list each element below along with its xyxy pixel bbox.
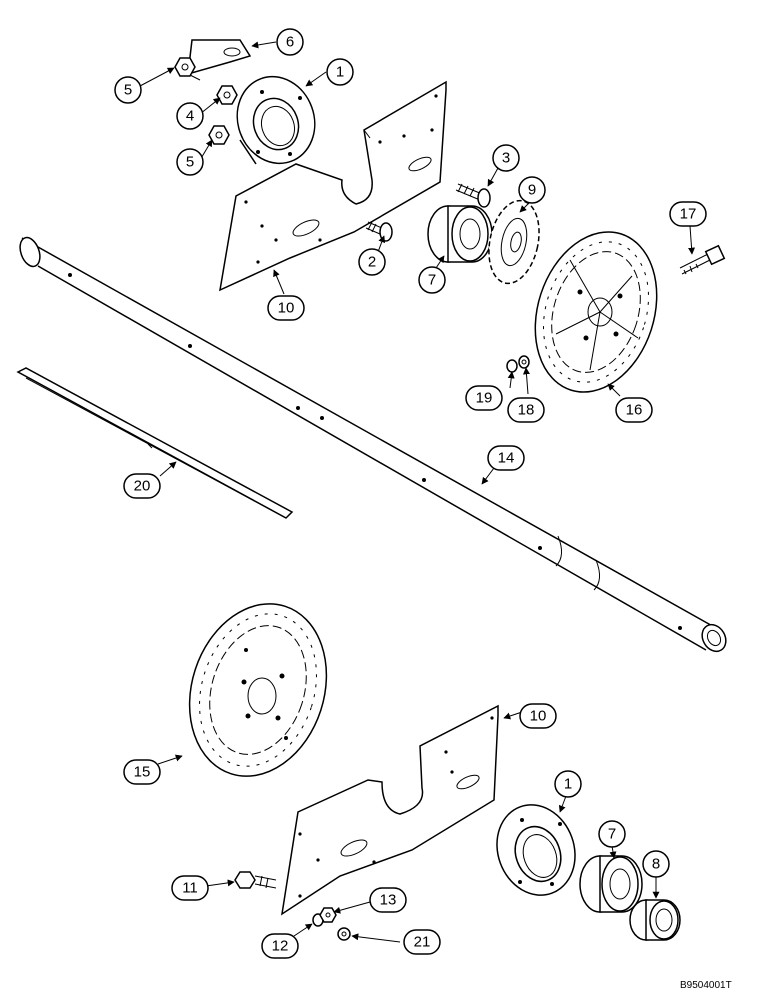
- lock-bracket: [187, 39, 252, 81]
- callout-label: 19: [476, 390, 493, 407]
- callout-label: 7: [608, 826, 616, 843]
- callout-label: 14: [498, 450, 515, 467]
- callout-label: 10: [530, 708, 547, 725]
- callout-label: 16: [626, 402, 643, 419]
- callout-label: 13: [380, 892, 397, 909]
- callout-label: 20: [134, 478, 151, 495]
- callout-15: 15: [123, 759, 161, 785]
- callout-14: 14: [487, 445, 525, 471]
- lock-collar: [629, 899, 681, 941]
- callout-2: 2: [358, 248, 386, 276]
- scraper-strip: [16, 367, 294, 519]
- callout-label: 8: [652, 856, 660, 873]
- callout-12: 12: [261, 933, 299, 959]
- figure-code: B9504001T: [680, 980, 732, 991]
- callout-18: 18: [507, 397, 545, 423]
- upper-bearing-plate: [219, 80, 447, 292]
- callout-label: 18: [518, 402, 535, 419]
- nuts-upper: [174, 57, 238, 145]
- upper-bearing-flange: [236, 75, 316, 165]
- callout-label: 4: [186, 108, 194, 125]
- hardware-lower: [234, 871, 351, 941]
- callout-label: 5: [124, 82, 132, 99]
- callout-11: 11: [171, 875, 209, 901]
- callout-5-mid: 5: [176, 148, 204, 176]
- shaft: [19, 236, 727, 653]
- callout-label: 2: [368, 254, 376, 271]
- callout-label: 15: [134, 764, 151, 781]
- callout-label: 11: [182, 880, 198, 897]
- callout-3: 3: [492, 144, 520, 172]
- lower-bearing: [579, 855, 643, 913]
- callout-7-lower: 7: [598, 820, 626, 848]
- callout-label: 17: [680, 206, 697, 223]
- bolts-upper: [365, 183, 491, 242]
- callout-label: 1: [564, 776, 572, 793]
- callout-label: 5: [186, 154, 194, 171]
- callout-label: 12: [272, 938, 289, 955]
- callout-4: 4: [176, 102, 204, 130]
- callout-13: 13: [369, 887, 407, 913]
- hardware-upper-disc: [506, 244, 726, 373]
- callout-16: 16: [615, 397, 653, 423]
- callout-17: 17: [669, 201, 707, 227]
- callout-9: 9: [518, 176, 546, 204]
- callout-label: 7: [428, 272, 436, 289]
- callout-1-upper: 1: [326, 58, 354, 86]
- callout-label: 3: [502, 150, 510, 167]
- callout-19: 19: [465, 385, 503, 411]
- upper-disc: [534, 231, 658, 393]
- callout-10-lower: 10: [519, 703, 557, 729]
- callout-label: 1: [336, 64, 344, 81]
- callout-10-upper: 10: [267, 295, 305, 321]
- sprocket: [488, 199, 540, 285]
- callout-label: 10: [278, 300, 295, 317]
- callout-label: 9: [528, 182, 536, 199]
- lower-bearing-flange: [496, 804, 576, 896]
- callout-label: 21: [414, 934, 431, 951]
- callout-6: 6: [276, 28, 304, 56]
- callout-20: 20: [123, 473, 161, 499]
- callout-21: 21: [403, 929, 441, 955]
- callout-8: 8: [642, 850, 670, 878]
- callout-label: 6: [286, 34, 294, 51]
- callout-leaders: [139, 41, 696, 943]
- lower-bearing-plate: [280, 704, 499, 916]
- callout-5-top: 5: [114, 76, 142, 104]
- lower-disc: [188, 603, 328, 777]
- callout-7-upper: 7: [418, 266, 446, 294]
- upper-bearing: [427, 205, 493, 263]
- callout-1-lower: 1: [554, 770, 582, 798]
